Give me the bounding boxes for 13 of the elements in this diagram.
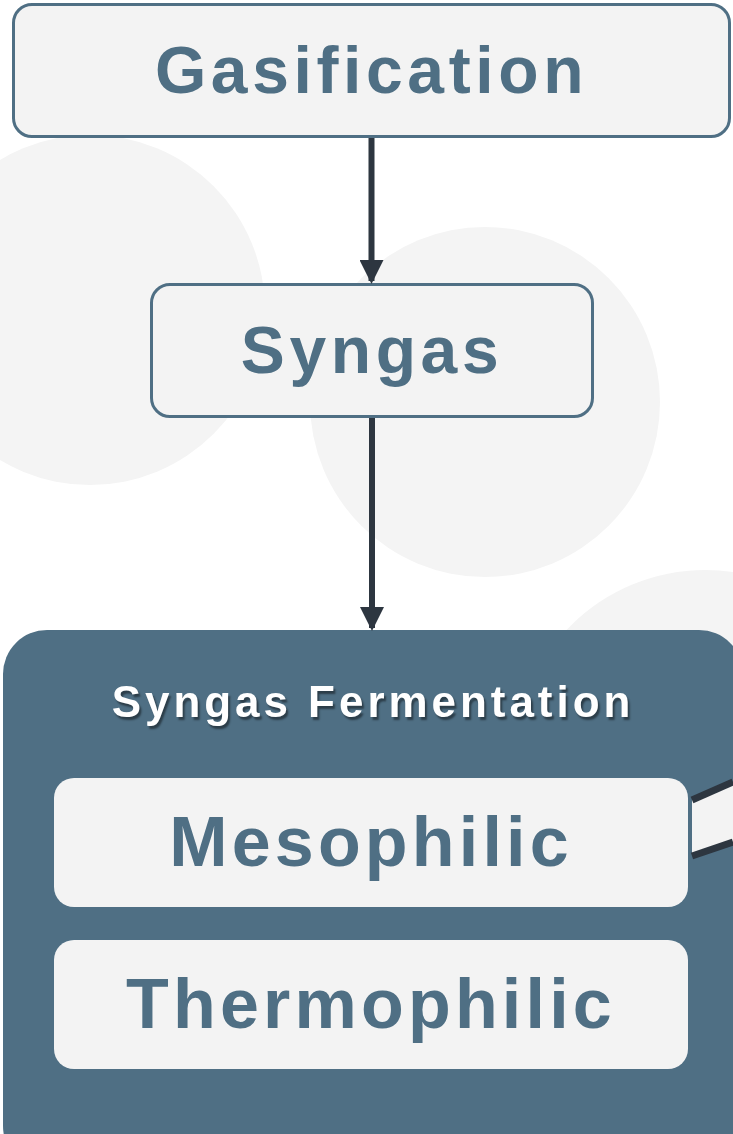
process-box (12, 3, 731, 138)
box-label: Gasification (154, 34, 589, 107)
arrow (359, 138, 384, 284)
group-panel (3, 630, 733, 1134)
box-label: Syngas (240, 314, 504, 387)
box-label: Thermophilic (126, 966, 616, 1043)
box-label: Mesophilic (169, 804, 573, 881)
arrow (360, 418, 384, 631)
process-box (54, 940, 688, 1069)
process-box (54, 778, 688, 907)
process-box (150, 283, 594, 418)
group-title: Syngas Fermentation (111, 678, 635, 727)
connector-band (690, 778, 733, 860)
